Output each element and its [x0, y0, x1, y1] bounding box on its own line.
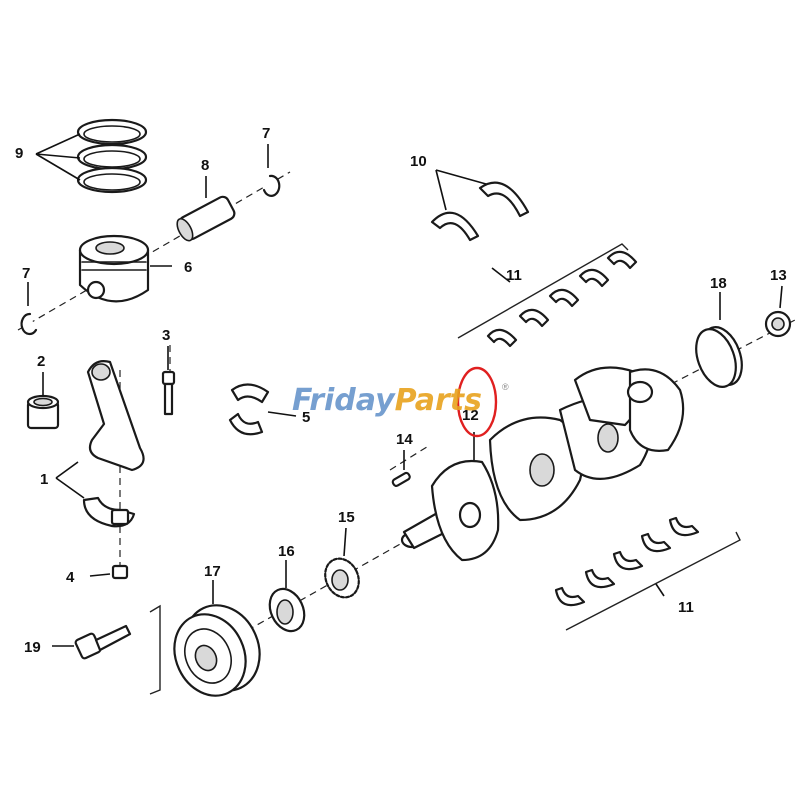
front-oil-seal: [268, 587, 306, 633]
label-16: 16: [278, 543, 295, 560]
svg-text:FridayParts: FridayParts: [292, 383, 482, 418]
crankshaft-gear: [324, 557, 360, 599]
rod-bearing-shells: [228, 383, 270, 436]
label-11-upper: 11: [506, 267, 522, 284]
piston-pin: [176, 195, 236, 242]
watermark-part1: Friday: [292, 383, 396, 418]
label-10: 10: [410, 153, 427, 170]
label-8: 8: [201, 157, 209, 174]
thrust-washers: [430, 181, 530, 242]
bracket-pulley-group: [149, 604, 161, 695]
woodruff-key: [391, 471, 411, 487]
pilot-bearing: [764, 310, 792, 338]
label-13: 13: [770, 267, 787, 284]
rod-nut: [111, 564, 129, 580]
piston-rings: [76, 118, 148, 194]
highlight-circle: [456, 366, 498, 438]
label-5: 5: [302, 409, 310, 426]
piston: [78, 234, 150, 303]
main-bearings-upper: [486, 250, 638, 348]
small-end-bush: [26, 394, 60, 430]
label-14: 14: [396, 431, 413, 448]
label-9: 9: [15, 145, 23, 162]
rod-bolt: [161, 370, 176, 416]
label-3: 3: [162, 327, 170, 344]
label-19: 19: [24, 639, 41, 656]
label-7-upper: 7: [262, 125, 270, 142]
label-15: 15: [338, 509, 355, 526]
pulley-bolt: [74, 624, 132, 660]
connecting-rod: [82, 360, 145, 528]
rear-oil-seal-ring: [695, 326, 743, 388]
watermark-part2: Parts: [395, 383, 482, 418]
leader-lines: [27, 133, 783, 647]
label-4: 4: [66, 569, 75, 586]
label-18: 18: [710, 275, 727, 292]
bracket-main-bearings-upper: [457, 243, 629, 339]
snap-ring-lower: [20, 312, 38, 336]
watermark-registered-mark: ®: [502, 382, 509, 392]
bracket-main-bearings-lower: [565, 531, 741, 631]
label-11-lower: 11: [678, 599, 694, 616]
label-7-lower: 7: [22, 265, 30, 282]
label-2: 2: [37, 353, 45, 370]
crankshaft: [400, 366, 685, 562]
snap-ring-upper: [262, 174, 281, 197]
label-1: 1: [40, 471, 48, 488]
label-6: 6: [184, 259, 192, 276]
main-bearings-lower: [554, 516, 700, 607]
crankshaft-pulley: [173, 604, 261, 697]
label-12: 12: [462, 407, 479, 424]
watermark-logo: FridayParts ®: [292, 382, 509, 418]
label-17: 17: [204, 563, 221, 580]
callout-labels: 9 7 8 6 7 2 3 1 4 5 10 11 11 12 13 18 14…: [15, 125, 787, 656]
